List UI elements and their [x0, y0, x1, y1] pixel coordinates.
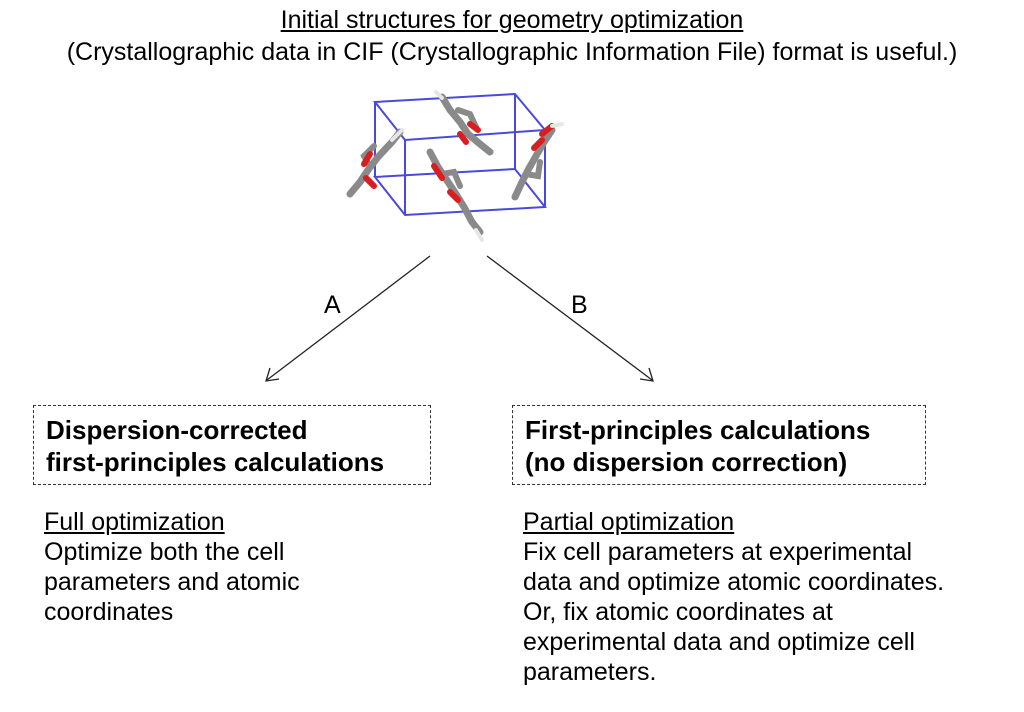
- method-box-b-line1: First-principles calculations: [525, 415, 871, 445]
- description-a: Full optimization Optimize both the cell…: [44, 507, 300, 627]
- diagram-subtitle: (Crystallographic data in CIF (Crystallo…: [66, 38, 958, 66]
- description-a-line: Optimize both the cell: [44, 538, 285, 566]
- method-box-a-line2: first-principles calculations: [46, 447, 385, 477]
- arrow-a-head: [265, 367, 280, 382]
- description-b-line: parameters.: [523, 658, 657, 686]
- crystal-structure-icon: [346, 90, 564, 242]
- diagram-title: Initial structures for geometry optimiza…: [280, 6, 744, 34]
- method-box-b: First-principles calculations (no disper…: [512, 405, 926, 485]
- method-box-b-line2: (no dispersion correction): [525, 447, 848, 477]
- description-b-line: data and optimize atomic coordinates.: [523, 568, 945, 596]
- description-a-heading: Full optimization: [44, 508, 225, 536]
- description-b-heading: Partial optimization: [523, 508, 735, 536]
- description-b: Partial optimization Fix cell parameters…: [523, 507, 944, 687]
- molecule-top: [434, 90, 494, 156]
- method-box-a-line1: Dispersion-corrected: [46, 415, 308, 445]
- molecule-left: [346, 128, 404, 198]
- molecule-center: [426, 148, 484, 242]
- description-b-line: experimental data and optimize cell: [523, 628, 915, 656]
- method-box-a: Dispersion-corrected first-principles ca…: [33, 405, 431, 485]
- description-a-line: parameters and atomic: [44, 568, 300, 596]
- molecule-right: [511, 122, 564, 201]
- arrow-b: [486, 255, 653, 381]
- arrow-b-head: [639, 367, 654, 382]
- description-b-line: Fix cell parameters at experimental: [523, 538, 913, 566]
- arrow-a-label: A: [324, 291, 341, 319]
- description-a-line: coordinates: [44, 598, 174, 626]
- description-b-line: Or, fix atomic coordinates at: [523, 598, 833, 626]
- arrow-b-label: B: [571, 291, 588, 319]
- arrow-a: [266, 255, 431, 381]
